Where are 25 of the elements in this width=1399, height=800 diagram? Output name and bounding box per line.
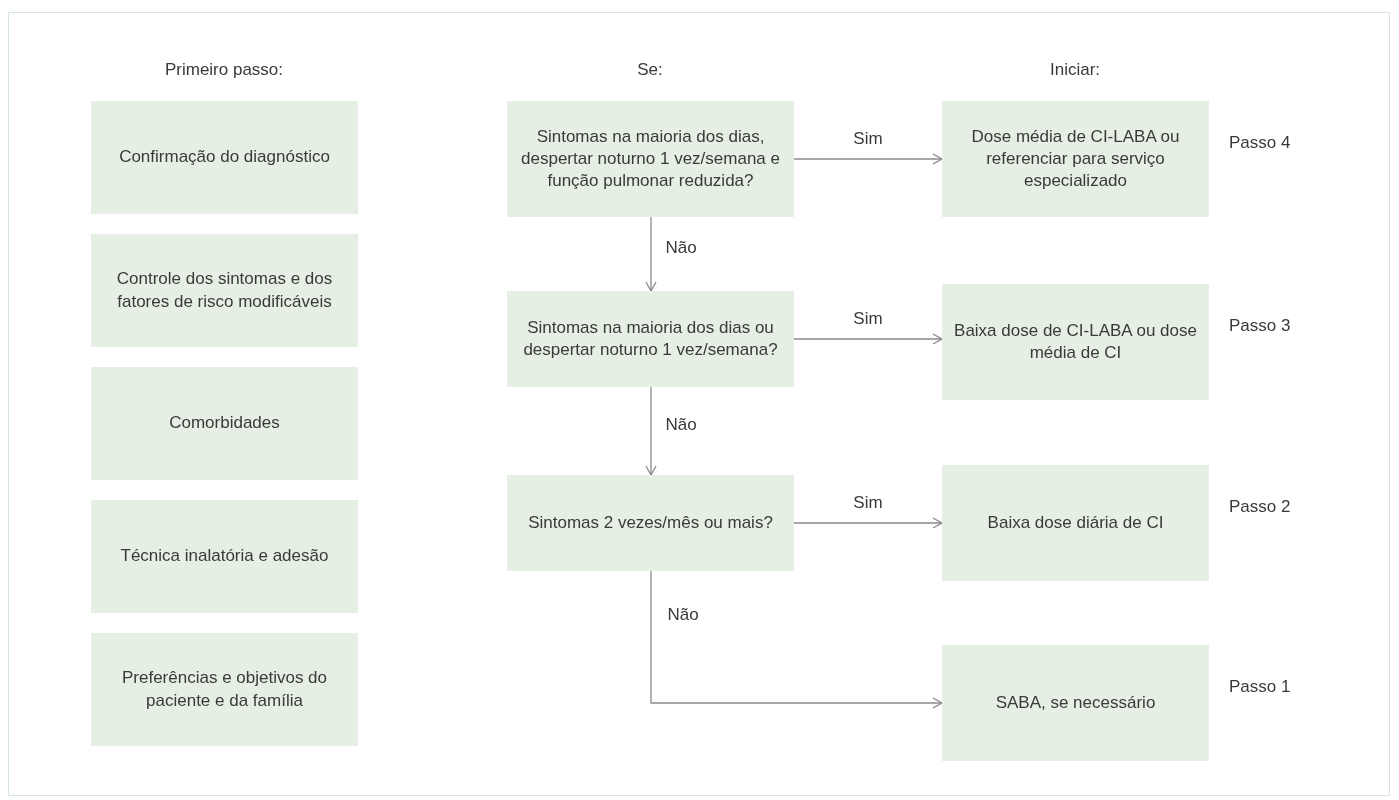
step-box: Técnica inalatória e adesão [91, 500, 358, 613]
condition-box: Sintomas na maioria dos dias ou despertar noturno 1 vez/semana? [507, 291, 794, 387]
step-label: Passo 3 [1229, 316, 1291, 336]
condition-box: Sintomas na maioria dos dias, despertar noturno 1 vez/semana e função pulmonar reduzida? [507, 101, 794, 217]
treatment-box: Baixa dose diária de CI [942, 465, 1209, 581]
arrow [650, 570, 943, 709]
step-label: Passo 2 [1229, 497, 1291, 517]
treatment-box: Baixa dose de CI-LABA ou dose média de CI [942, 284, 1209, 400]
column-heading: Iniciar: [1049, 60, 1101, 80]
column-heading: Se: [637, 60, 663, 80]
step-box: Confirmação do diagnóstico [91, 101, 358, 214]
step-label: Passo 1 [1229, 677, 1291, 697]
column-heading: Primeiro passo: [164, 60, 284, 80]
step-box: Controle dos sintomas e dos fatores de risco modificáveis [91, 234, 358, 347]
arrow [793, 517, 943, 529]
step-box: Preferências e objetivos do paciente e da família [91, 633, 358, 746]
arrow [645, 216, 657, 292]
step-box: Comorbidades [91, 367, 358, 480]
step-label: Passo 4 [1229, 133, 1291, 153]
treatment-box: Dose média de CI-LABA ou referenciar para serviço especializado [942, 101, 1209, 217]
arrow [793, 153, 943, 165]
condition-box: Sintomas 2 vezes/mês ou mais? [507, 475, 794, 571]
treatment-box: SABA, se necessário [942, 645, 1209, 761]
arrow [793, 333, 943, 345]
arrow [645, 386, 657, 476]
